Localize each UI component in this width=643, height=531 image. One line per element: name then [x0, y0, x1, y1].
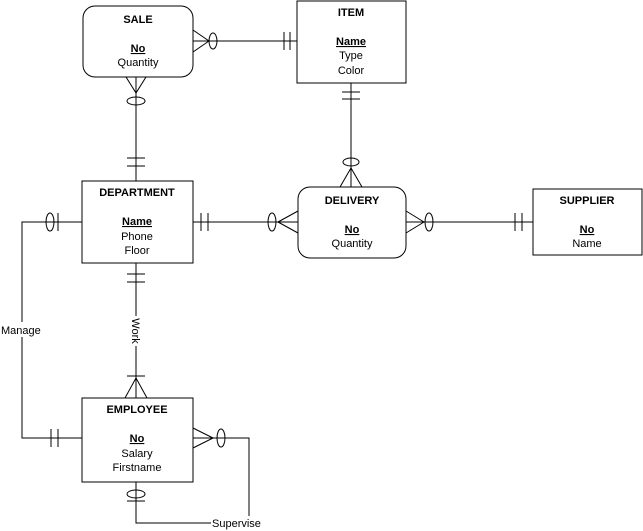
entity-department[interactable]: DEPARTMENT Name Phone Floor — [81, 180, 194, 264]
entity-supplier[interactable]: SUPPLIER No Name — [532, 188, 643, 256]
entity-employee-key: No — [130, 433, 145, 445]
entity-delivery-key: No — [345, 224, 360, 236]
relationship-label-supervise: Supervise — [212, 518, 261, 530]
relationship-label-manage: Manage — [1, 325, 41, 337]
work-label-bg — [129, 316, 143, 346]
entity-item-title: ITEM — [338, 7, 364, 19]
supervise-label-bg — [211, 516, 269, 530]
entity-delivery-title: DELIVERY — [325, 195, 380, 207]
connector-department-delivery — [193, 210, 299, 234]
entity-supplier-key: No — [580, 224, 595, 236]
entity-delivery[interactable]: DELIVERY No Quantity — [297, 186, 407, 259]
entity-employee-attr: Salary — [121, 448, 153, 460]
manage-label-bg — [1, 322, 45, 337]
entity-employee-title: EMPLOYEE — [106, 404, 167, 416]
entity-department-attr: Floor — [124, 245, 149, 257]
connector-delivery-supplier — [405, 210, 533, 234]
entity-item[interactable]: ITEM Name Type Color — [296, 0, 407, 84]
connector-work — [124, 263, 148, 399]
relationship-label-work: Work — [129, 318, 141, 344]
entity-delivery-attr: Quantity — [332, 238, 373, 250]
entity-department-title: DEPARTMENT — [99, 187, 175, 199]
connector-sale-item — [192, 29, 297, 53]
connector-sale-department — [125, 76, 147, 181]
entity-supplier-title: SUPPLIER — [559, 195, 614, 207]
entity-sale[interactable]: SALE No Quantity — [82, 5, 194, 78]
entity-supplier-attr: Name — [572, 238, 601, 250]
entity-sale-attr: Quantity — [118, 57, 159, 69]
entity-item-key: Name — [336, 36, 366, 48]
entity-employee-attr: Firstname — [113, 462, 162, 474]
entity-department-attr: Phone — [121, 231, 153, 243]
entity-employee[interactable]: EMPLOYEE No Salary Firstname — [81, 397, 194, 483]
entity-item-attr: Color — [338, 65, 365, 77]
entity-item-attr: Type — [339, 50, 363, 62]
connector-item-delivery — [339, 83, 363, 188]
entity-sale-title: SALE — [123, 14, 152, 26]
entity-department-key: Name — [122, 216, 152, 228]
entity-sale-key: No — [131, 43, 146, 55]
